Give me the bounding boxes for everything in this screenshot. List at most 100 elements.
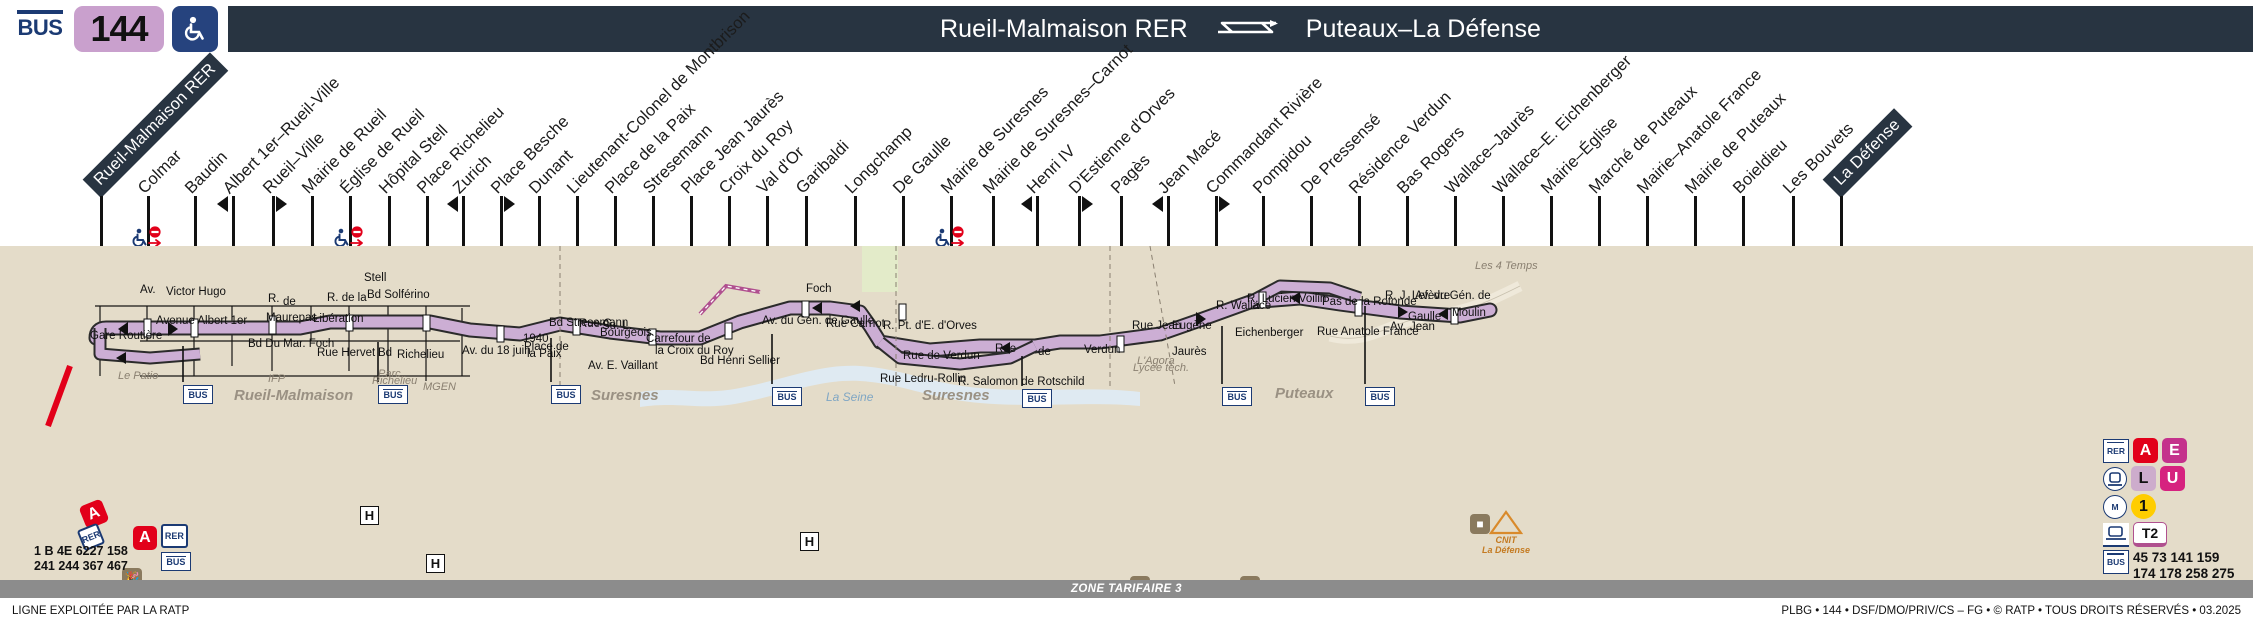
stop-tick xyxy=(1120,196,1123,246)
stop-tick xyxy=(500,196,503,246)
street-label: Bd xyxy=(378,347,393,359)
connection-line-badge: 1 xyxy=(2131,494,2156,519)
one-way-arrow-icon xyxy=(1152,196,1163,212)
street-label: Av. E. Vaillant xyxy=(588,360,658,372)
street-label: Rue de Verdun xyxy=(903,350,980,362)
stop-name-label: Baudin xyxy=(181,147,232,198)
bus-connection-icon: BUS xyxy=(183,385,213,404)
stop-tick xyxy=(462,196,465,246)
stop-tick xyxy=(100,196,103,246)
bus-connection-line: 45 73 141 159 xyxy=(2133,550,2220,565)
street-label: Carrefour de xyxy=(646,333,711,345)
stop-tick xyxy=(232,196,235,246)
street-label: Jean xyxy=(1410,321,1435,333)
bus-connection-line: 174 178 258 275 xyxy=(2133,565,2235,581)
one-way-arrow-icon xyxy=(217,196,228,212)
street-label: de xyxy=(1038,346,1051,358)
street-label: Avenue Albert 1er xyxy=(156,315,248,327)
street-label: R. Pt. d'E. d'Orves xyxy=(883,320,977,332)
stop-tick xyxy=(1742,196,1745,246)
park-area xyxy=(862,246,898,292)
stop-tick xyxy=(1694,196,1697,246)
stop-tick xyxy=(1454,196,1457,246)
street-label: Av. du Gén. de xyxy=(1415,290,1491,302)
one-way-arrow-icon xyxy=(276,196,287,212)
bus-connection-icon: BUS xyxy=(551,385,581,404)
street-label: Bourgeois xyxy=(600,327,652,339)
street-label: Rue Carnot xyxy=(826,318,885,330)
tariff-zone-bar: ZONE TARIFAIRE 3 xyxy=(0,580,2253,598)
wheelchair-icon xyxy=(172,6,218,52)
stop-tick xyxy=(426,196,429,246)
street-label: Rue xyxy=(995,343,1017,355)
stop-tick xyxy=(1167,196,1170,246)
footer-bar: LIGNE EXPLOITÉE PAR LA RATP PLBG • 144 •… xyxy=(0,600,2253,627)
street-grid xyxy=(95,305,470,381)
stop-tick xyxy=(147,196,150,246)
service-icon-4temps: ■ xyxy=(1470,514,1490,534)
bus-icon: BUS xyxy=(2103,550,2129,574)
destination-left: Rueil-Malmaison RER xyxy=(939,14,1188,43)
street-label: Maurepas xyxy=(266,312,318,324)
fare-rer-icon: RER xyxy=(160,524,188,548)
footer-operator: LIGNE EXPLOITÉE PAR LA RATP xyxy=(12,605,190,617)
tram-icon xyxy=(2103,522,2129,547)
stop-tick xyxy=(766,196,769,246)
fare-badge-a: A xyxy=(132,526,157,550)
metro-icon: M xyxy=(2103,494,2127,519)
street-label: Foch xyxy=(806,283,832,295)
stop-tick xyxy=(538,196,541,246)
stop-tick xyxy=(1358,196,1361,246)
one-way-arrow-icon xyxy=(447,196,458,212)
stop-tick xyxy=(902,196,905,246)
wheelchair-glyph xyxy=(184,16,204,41)
street-label: R. Wallace xyxy=(1216,300,1272,312)
street-label: Rue Ledru-Rollin xyxy=(880,373,967,385)
fare-legend: 1 B 4E 6227 158 241 244 367 467 A RER BU… xyxy=(34,524,191,582)
street-label: Verdun xyxy=(1084,344,1121,356)
street-label: Bd Henri Sellier xyxy=(700,355,780,367)
river-label: La Seine xyxy=(826,390,874,404)
street-label: de xyxy=(283,296,296,308)
stop-tick xyxy=(349,196,352,246)
one-way-arrow-icon xyxy=(1021,196,1032,212)
connection-line-badge: L xyxy=(2131,466,2156,491)
stop-connectors xyxy=(182,306,1366,386)
two-way-arrow-glyph xyxy=(1217,19,1278,33)
street-label: Moulin xyxy=(1452,307,1486,319)
stop-tick xyxy=(576,196,579,246)
street-label: Bd Solférino xyxy=(367,289,430,301)
cnit-label-2: La Défense xyxy=(1481,544,1531,555)
destination-right: Puteaux–La Défense xyxy=(1305,14,1542,43)
rer-icon: RER xyxy=(2103,438,2129,463)
street-label: R. xyxy=(268,293,280,305)
transilien-icon xyxy=(2103,466,2127,491)
street-label: Gare Routière xyxy=(90,330,163,342)
stop-tick xyxy=(272,196,275,246)
hospital-icon-mgen: H xyxy=(426,554,445,573)
street-label: Su. L. xyxy=(602,320,633,332)
two-way-arrow-icon xyxy=(1214,16,1280,43)
stop-tick xyxy=(1502,196,1505,246)
street-label: Bd Stresemann xyxy=(549,317,629,329)
street-label: Rue Anatole France xyxy=(1317,326,1419,338)
connection-line-badge: T2 xyxy=(2133,522,2167,547)
destination-bar: Rueil-Malmaison RER Puteaux–La Défense xyxy=(228,6,2253,52)
commune-label: Rueil-Malmaison xyxy=(234,387,354,404)
bus-connection-icon: BUS xyxy=(1365,387,1395,406)
stop-tick xyxy=(1262,196,1265,246)
route-map-graphics xyxy=(45,246,1523,428)
poi-label: Les 4 Temps xyxy=(1475,260,1538,272)
stop-tick xyxy=(992,196,995,246)
bus-mode-label: BUS xyxy=(17,15,63,40)
stop-tick xyxy=(652,196,655,246)
street-label: la Croix du Roy xyxy=(655,345,734,357)
bus-connection-icon: BUS xyxy=(772,387,802,406)
poi-label: Richelieu xyxy=(372,375,418,387)
poi-label: MGEN xyxy=(423,381,456,393)
stop-tick xyxy=(728,196,731,246)
stop-tick xyxy=(311,196,314,246)
